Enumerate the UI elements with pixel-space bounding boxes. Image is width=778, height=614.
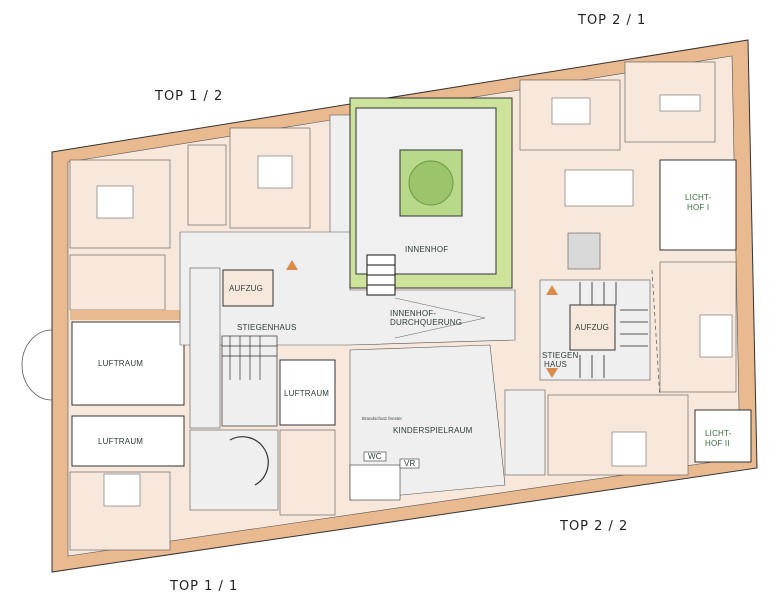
luftraum-3 [279,359,336,426]
playroom [349,344,506,501]
luftraum-label: LUFTRAUM [98,359,143,368]
room-top12-b [69,254,166,311]
vr-label: VR [404,459,416,468]
bed [611,431,647,467]
desk [659,94,701,112]
passage-arrow [394,297,486,339]
playroom-label: KINDERSPIELRAUM [393,426,473,435]
stair-bottom-left [189,429,279,511]
vr-tag: VR [399,458,420,469]
lichthof-1 [659,159,737,251]
wc-room [349,464,401,501]
passage-label: DURCHQUERUNG [390,318,462,327]
bed [103,473,141,507]
lichthof-label: LICHT- [685,193,712,202]
dining-table [551,97,591,125]
fire-window-note: Brandschutz fenster [362,416,403,421]
elevator-label: AUFZUG [575,323,609,332]
bed [257,155,293,189]
room-top22-b [504,389,546,476]
elevator-left [222,269,274,307]
bed [564,169,634,207]
unit-label-top-1-1: TOP 1 / 1 [169,579,238,594]
lichthof-label: LICHT- [705,429,732,438]
bay-window [21,329,53,401]
elevator-right [569,304,616,351]
lichthof-label: HOF II [705,439,730,448]
stair-core-left [189,267,221,429]
escape-route-line [651,269,661,401]
triangle-marker [286,260,298,270]
stairs-right [579,282,648,378]
lichthof-label: HOF I [687,203,709,212]
bath-right [567,232,601,270]
elevator-label: AUFZUG [229,284,263,293]
wall-left-mid [70,310,188,320]
passage-label: INNENHOF- [390,309,436,318]
triangle-up [546,285,558,295]
luftraum-label: LUFTRAUM [98,437,143,446]
lichthof-2 [694,409,752,463]
stairwell-label: STIEGEN [542,351,579,360]
wc-label: WC [368,452,382,461]
shaft-left [329,114,351,236]
wc-tag: WC [363,451,387,462]
unit-label-top-2-1: TOP 2 / 1 [577,13,646,28]
bed [96,185,134,219]
unit-label-top-2-2: TOP 2 / 2 [559,519,628,534]
unit-label-top-1-2: TOP 1 / 2 [154,89,223,104]
luftraum-label: LUFTRAUM [284,389,329,398]
spiral-stair [229,436,269,486]
bed [699,314,733,358]
tree-icon [408,160,454,206]
triangle-down [546,368,558,378]
bathroom [187,144,227,226]
room-bottom-mid [279,429,336,516]
stairwell-label: HAUS [544,360,567,369]
stairwell-label: STIEGENHAUS [237,323,297,332]
luftraum-2 [71,415,185,467]
courtyard-label: INNENHOF [405,245,448,254]
stairs-left [221,335,278,427]
courtyard-stairs [366,254,396,296]
luftraum-1 [71,321,185,406]
